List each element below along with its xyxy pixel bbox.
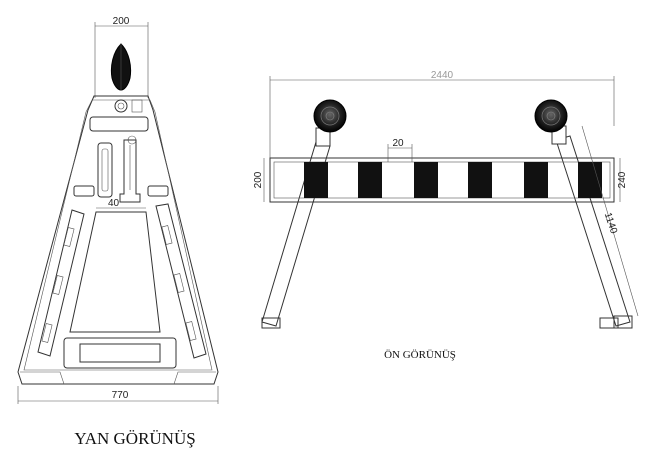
dim-base-width-label: 770 [112,390,129,401]
dim-top-width-label: 200 [113,16,130,27]
right-lamp-icon [534,99,568,145]
dim-stripe-width: 20 [387,138,413,162]
dim-total-width-label: 2440 [431,70,454,81]
dim-inner-width-label: 40 [108,198,120,209]
dim-top-width: 200 [94,16,149,98]
dim-leg-length-label: 1140 [602,211,619,235]
side-view-caption: YAN GÖRÜNÜŞ [74,429,195,448]
dim-right-height: 240 [617,158,628,202]
dim-leg-length: 1140 [581,125,639,317]
dim-left-height-label: 200 [253,171,264,188]
dim-base-width: 770 [17,386,219,404]
dim-total-width: 2440 [269,70,615,160]
barrier-panel [269,157,615,203]
front-view-caption: ÖN GÖRÜNÜŞ [384,349,456,361]
dim-right-height-label: 240 [617,171,628,188]
stripes [304,162,602,198]
side-view: 200 [17,16,219,448]
dim-stripe-width-label: 20 [392,138,404,149]
left-lamp-icon [313,99,347,147]
side-lamp-icon [110,43,132,91]
front-view: 2440 200 [253,70,639,361]
dim-left-height: 200 [253,158,265,202]
side-a-frame: 40 [17,95,219,385]
